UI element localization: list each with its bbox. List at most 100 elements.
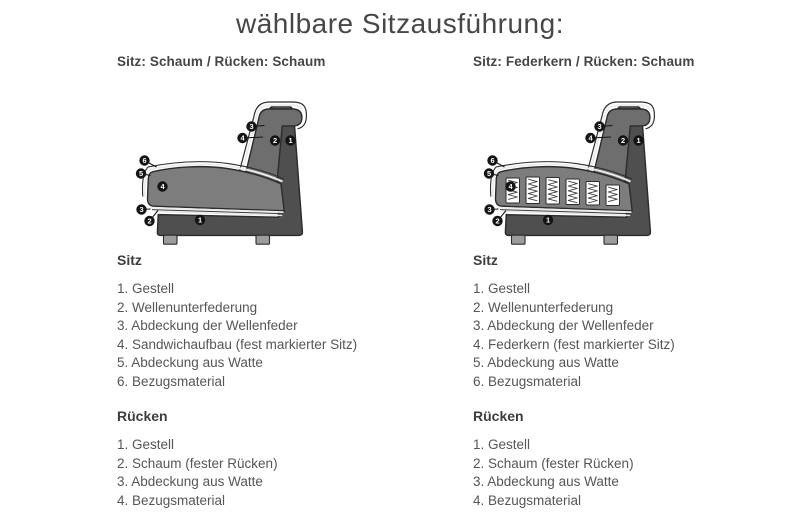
marker-4 <box>237 132 248 144</box>
marker-label: 3 <box>139 205 143 214</box>
marker-2 <box>269 135 281 146</box>
marker-5 <box>483 168 495 179</box>
wave-spring-layer <box>499 209 631 215</box>
list-item: 3. Abdeckung der Wellenfeder <box>473 318 654 333</box>
back-padding-layer <box>236 104 304 190</box>
marker-1 <box>285 135 296 146</box>
marker-label: 1 <box>546 216 550 225</box>
list-item: 4. Bezugsmaterial <box>117 492 226 508</box>
back-foam-panel <box>240 108 303 192</box>
marker-5 <box>135 168 147 179</box>
section-ruecken: Rücken 1. Gestell 2. Schaum (fester Rücke… <box>473 407 634 510</box>
marker-3 <box>136 204 147 215</box>
marker-3 <box>594 121 605 132</box>
section-sitz: Sitz 1. Gestell 2. Wellenunterfederung 3. … <box>117 251 357 391</box>
marker-label: 4 <box>508 182 513 191</box>
marker-label: 4 <box>240 134 245 143</box>
list-item: 1. Gestell <box>117 437 175 452</box>
marker-1 <box>194 214 206 226</box>
marker-4 <box>505 181 516 192</box>
marker-label: 4 <box>160 182 165 191</box>
marker-6 <box>487 155 498 166</box>
section-heading: Sitz <box>117 252 142 268</box>
marker-label: 3 <box>597 122 601 131</box>
marker-4 <box>157 181 168 192</box>
marker-label: 5 <box>487 169 491 178</box>
marker-label: 2 <box>621 136 625 145</box>
list-item: 4. Bezugsmaterial <box>473 492 582 508</box>
front-foot <box>162 234 178 245</box>
front-foot <box>510 234 526 245</box>
section-heading: Sitz <box>473 252 498 268</box>
wave-spring-layer <box>151 209 283 215</box>
marker-1 <box>633 135 644 146</box>
seat-padding-layer <box>143 163 283 198</box>
list-item: 2. Schaum (fester Rücken) <box>117 455 278 471</box>
spring-coil <box>567 180 578 204</box>
back-padding-layer <box>584 104 652 190</box>
list-item: 6. Bezugsmaterial <box>117 373 226 389</box>
spring-coil <box>547 179 558 202</box>
section-sitz: Sitz 1. Gestell 2. Wellenunterfederung 3. … <box>473 251 675 391</box>
marker-label: 2 <box>495 217 499 226</box>
spring-pocket <box>585 181 600 206</box>
marker-label: 3 <box>487 205 491 214</box>
list-item: 2. Wellenunterfederung <box>473 299 614 315</box>
section-ruecken: Rücken 1. Gestell 2. Schaum (fester Rücke… <box>117 407 278 510</box>
sitz-list: 1. Gestell 2. Wellenunterfederung 3. Abdec… <box>117 280 357 391</box>
marker-2 <box>617 135 629 146</box>
marker-label: 6 <box>142 156 146 165</box>
marker-3 <box>484 204 495 215</box>
marker-label: 4 <box>588 134 593 143</box>
marker-6 <box>139 155 150 166</box>
marker-3 <box>246 121 257 132</box>
list-item: 1. Gestell <box>473 281 531 296</box>
list-item: 6. Bezugsmaterial <box>473 373 582 389</box>
list-item: 4. Federkern (fest markierter Sitz) <box>473 336 675 352</box>
spring-coil <box>527 178 538 202</box>
marker-2 <box>144 215 155 227</box>
wave-underlayer <box>501 210 631 217</box>
list-item: 2. Wellenunterfederung <box>117 299 258 315</box>
marker-label: 1 <box>198 216 202 225</box>
ruecken-list: 1. Gestell 2. Schaum (fester Rücken) 3. Ab… <box>473 436 634 510</box>
marker-label: 5 <box>139 169 143 178</box>
wave-cover-layer <box>497 206 632 213</box>
list-item: 5. Abdeckung aus Watte <box>117 355 263 370</box>
list-item: 1. Gestell <box>473 437 531 452</box>
back-foam-panel <box>588 108 651 192</box>
back-cover-layer <box>234 101 308 190</box>
spring-coil <box>607 186 618 203</box>
marker-label: 3 <box>249 122 253 131</box>
back-cover-layer <box>582 101 656 190</box>
section-heading: Rücken <box>117 408 168 424</box>
marker-label: 2 <box>273 136 277 145</box>
list-item: 2. Schaum (fester Rücken) <box>473 455 634 471</box>
sitz-list: 1. Gestell 2. Wellenunterfederung 3. Abdec… <box>473 280 675 391</box>
list-item: 3. Abdeckung der Wellenfeder <box>117 318 298 333</box>
column-heading: Sitz: Schaum / Rücken: Schaum <box>117 54 326 69</box>
column-heading: Sitz: Federkern / Rücken: Schaum <box>473 54 695 69</box>
ruecken-list: 1. Gestell 2. Schaum (fester Rücken) 3. Ab… <box>117 436 278 510</box>
list-item: 3. Abdeckung aus Watte <box>473 474 619 489</box>
list-item: 5. Abdeckung aus Watte <box>473 355 619 370</box>
list-item: 3. Abdeckung aus Watte <box>117 474 263 489</box>
marker-4 <box>585 132 596 144</box>
marker-label: 1 <box>636 136 640 145</box>
rear-foot <box>603 234 619 245</box>
marker-1 <box>542 214 554 226</box>
list-item: 4. Sandwichaufbau (fest markierter Sitz) <box>117 336 358 352</box>
marker-2 <box>492 215 503 227</box>
marker-label: 2 <box>147 217 151 226</box>
marker-label: 6 <box>490 156 494 165</box>
list-item: 1. Gestell <box>117 281 175 296</box>
marker-label: 1 <box>288 136 292 145</box>
spring-coil <box>587 183 598 204</box>
seat-padding-layer <box>491 163 631 198</box>
rear-foot <box>255 234 271 245</box>
section-heading: Rücken <box>473 408 524 424</box>
